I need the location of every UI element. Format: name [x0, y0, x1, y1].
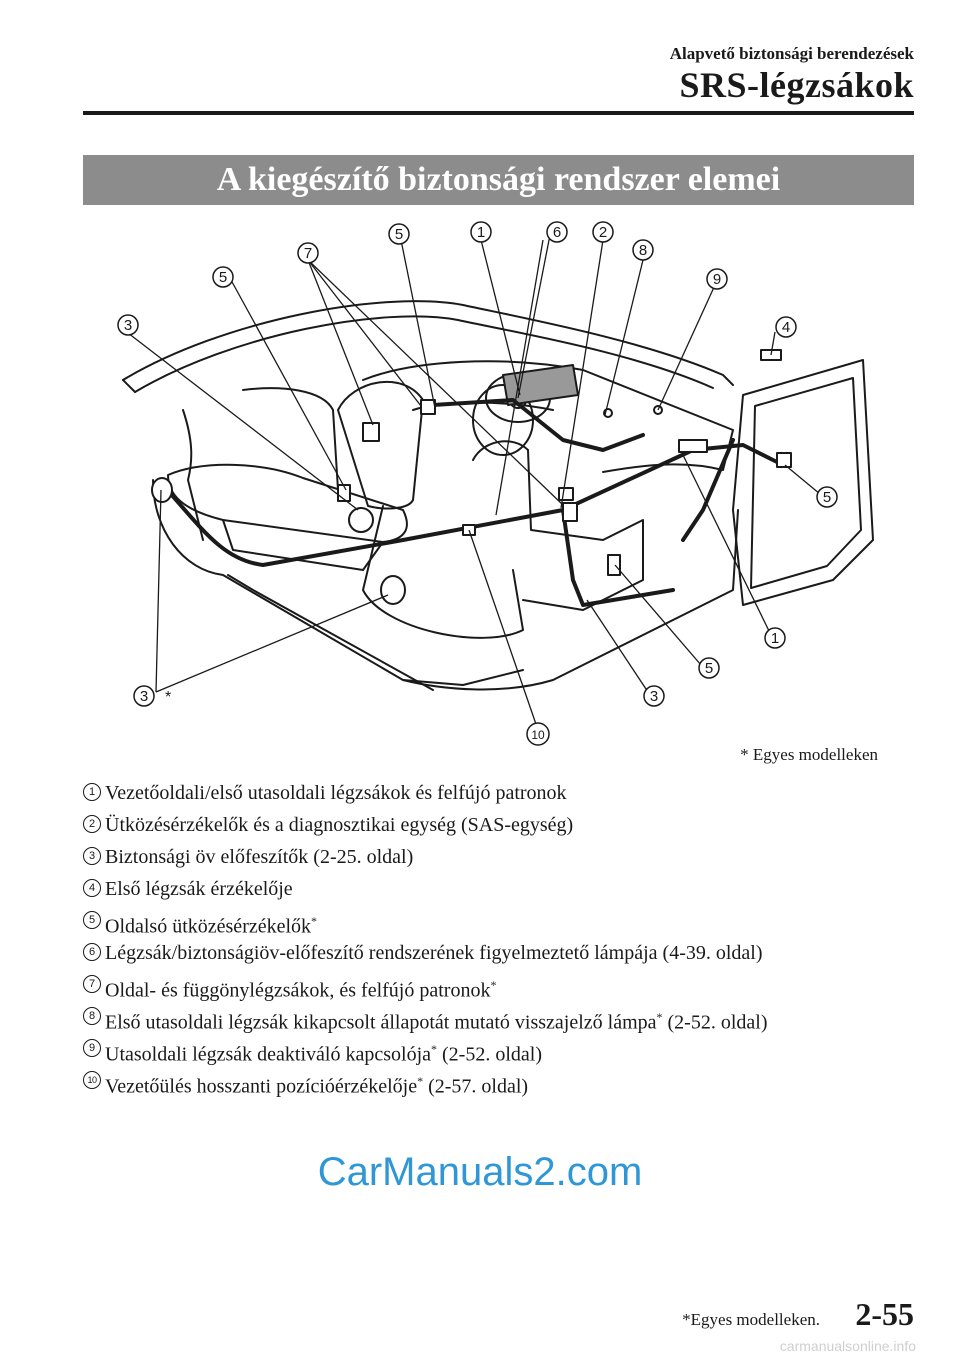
callout-5d: 5 [705, 660, 713, 677]
legend-text-9: Utasoldali légzsák deaktiváló kapcsolója… [105, 1036, 542, 1068]
srs-diagram: 1 2 3 4 5 6 7 8 9 10 5 5 5 3 3 1 * [83, 210, 914, 755]
legend-text-5: Oldalsó ütközésérzékelők* [105, 908, 317, 940]
legend-num-10: 10 [83, 1071, 101, 1089]
callout-4: 4 [782, 319, 790, 336]
legend-num-2: 2 [83, 815, 101, 833]
callout-3a: 3 [124, 317, 132, 334]
callout-8: 8 [639, 242, 647, 259]
legend-num-3: 3 [83, 847, 101, 865]
callout-asterisk: * [165, 689, 171, 706]
legend-item-7: 7 Oldal- és függönylégzsákok, és felfújó… [83, 972, 923, 1004]
legend-num-9: 9 [83, 1039, 101, 1057]
legend-item-2: 2 Ütközésérzékelők és a diagnosztikai eg… [83, 812, 923, 844]
callout-1a: 1 [477, 224, 485, 241]
legend-text-1: Vezetőoldali/első utasoldali légzsákok é… [105, 780, 567, 806]
legend-item-9: 9 Utasoldali légzsák deaktiváló kapcsoló… [83, 1036, 923, 1068]
legend-item-1: 1 Vezetőoldali/első utasoldali légzsákok… [83, 780, 923, 812]
legend-text-2: Ütközésérzékelők és a diagnosztikai egys… [105, 812, 573, 838]
diagram-footnote: * Egyes modelleken [740, 745, 878, 765]
legend-text-4: Első légzsák érzékelője [105, 876, 293, 902]
legend-item-6: 6 Légzsák/biztonságiöv-előfeszítő rendsz… [83, 940, 923, 972]
legend-text-3: Biztonsági öv előfeszítők (2-25. oldal) [105, 844, 413, 870]
callout-1b: 1 [771, 630, 779, 647]
legend-num-6: 6 [83, 943, 101, 961]
legend-num-7: 7 [83, 975, 101, 993]
callout-9: 9 [713, 271, 721, 288]
legend-list: 1 Vezetőoldali/első utasoldali légzsákok… [83, 780, 923, 1100]
callout-5b: 5 [395, 226, 403, 243]
legend-num-1: 1 [83, 783, 101, 801]
callout-7: 7 [304, 245, 312, 262]
legend-item-5: 5 Oldalsó ütközésérzékelők* [83, 908, 923, 940]
front-seat-right [473, 441, 643, 610]
callout-5a: 5 [219, 269, 227, 286]
legend-text-6: Légzsák/biztonságiöv-előfeszítő rendszer… [105, 940, 763, 966]
callout-3b: 3 [140, 688, 148, 705]
callout-6: 6 [553, 224, 561, 241]
legend-item-8: 8 Első utasoldali légzsák kikapcsolt áll… [83, 1004, 923, 1036]
legend-text-7: Oldal- és függönylégzsákok, és felfújó p… [105, 972, 496, 1004]
watermark-logo: CarManuals2.com [0, 1150, 960, 1195]
legend-num-8: 8 [83, 1007, 101, 1025]
callout-5c: 5 [823, 489, 831, 506]
callout-2: 2 [599, 224, 607, 241]
legend-item-4: 4 Első légzsák érzékelője [83, 876, 923, 908]
wiring-harness [163, 445, 783, 565]
site-watermark: carmanualsonline.info [780, 1338, 916, 1354]
callout-3c: 3 [650, 688, 658, 705]
legend-item-10: 10 Vezetőülés hosszanti pozícióérzékelőj… [83, 1068, 923, 1100]
legend-num-4: 4 [83, 879, 101, 897]
page-number: 2-55 [855, 1296, 914, 1333]
footer-note: *Egyes modelleken. [682, 1310, 820, 1330]
callout-10: 10 [531, 728, 545, 742]
legend-num-5: 5 [83, 911, 101, 929]
legend-text-10: Vezetőülés hosszanti pozícióérzékelője* … [105, 1068, 528, 1100]
header-title: SRS-légzsákok [679, 64, 914, 106]
body-floor [153, 480, 738, 689]
section-banner: A kiegészítő biztonsági rendszer elemei [83, 155, 914, 205]
header-rule [83, 111, 914, 115]
legend-item-3: 3 Biztonsági öv előfeszítők (2-25. oldal… [83, 844, 923, 876]
header-section: Alapvető biztonsági berendezések [670, 44, 914, 64]
legend-text-8: Első utasoldali légzsák kikapcsolt állap… [105, 1004, 768, 1036]
